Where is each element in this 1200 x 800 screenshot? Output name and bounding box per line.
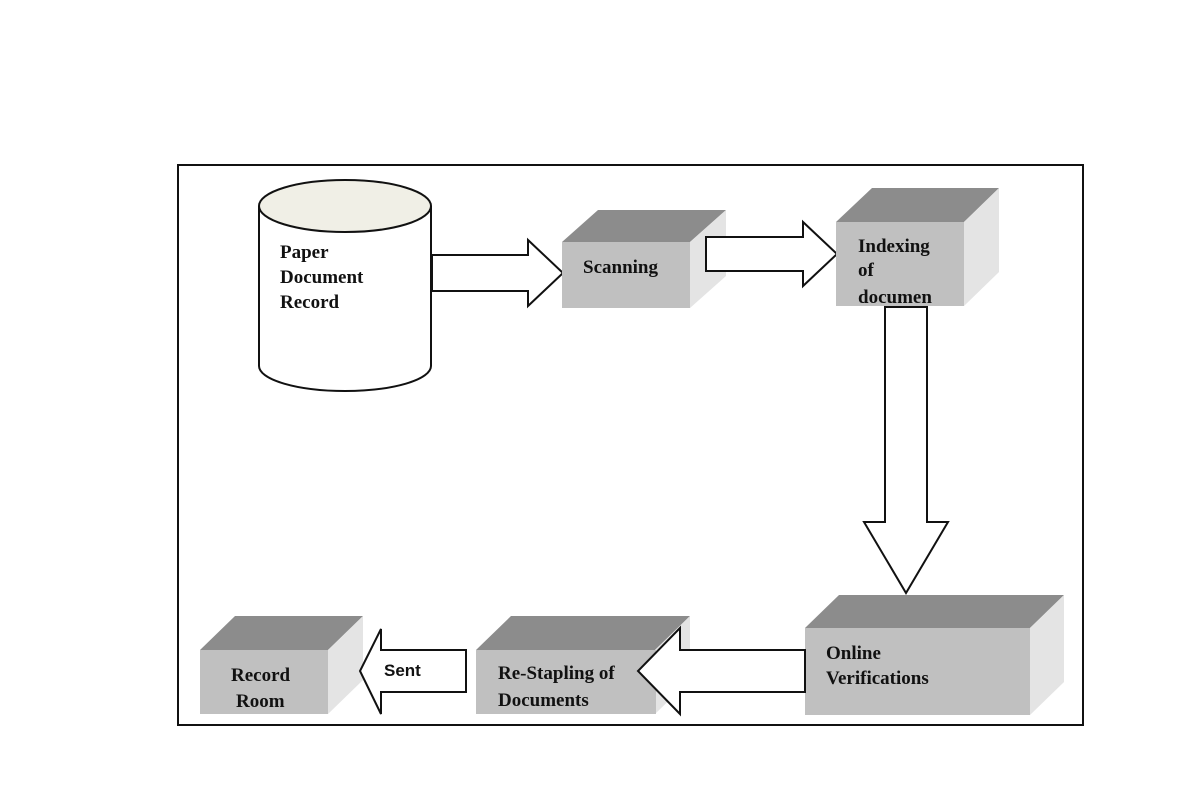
cylinder-top <box>258 179 432 233</box>
arrow-right-to-scanning <box>431 237 565 309</box>
svg-text:Re-Stapling of Documen: Re-Stapling of Documents <box>498 663 619 711</box>
indexing-line-3: documen <box>858 287 932 308</box>
svg-text:Paper Document Rec: Paper Document Record <box>280 242 368 313</box>
svg-text:Record Room: Record Room <box>231 665 295 712</box>
record-room-box-top <box>200 616 363 650</box>
restapling-box-top <box>476 616 690 650</box>
restapling-box-front <box>476 650 656 714</box>
indexing-line-1: Indexing <box>858 236 930 257</box>
node-online-verifications: Online Verifications <box>805 595 1064 715</box>
paper-record-line-1: Paper <box>280 242 329 263</box>
record-room-line-2: Room <box>236 691 285 712</box>
restapling-line-2: Documents <box>498 690 589 711</box>
svg-text:Online Verifications: Online Verifications <box>826 643 929 689</box>
scanning-box-front <box>562 242 690 308</box>
node-record-room: Record Room <box>200 616 363 714</box>
arrow-right-to-indexing <box>705 219 839 289</box>
indexing-line-2: of <box>858 260 875 281</box>
node-indexing: Indexing of documen <box>836 188 999 308</box>
record-room-box-side <box>328 616 363 714</box>
paper-record-line-3: Record <box>280 292 340 313</box>
scanning-label: Scanning <box>583 257 658 278</box>
online-box-front <box>805 628 1030 715</box>
record-room-box-front <box>200 650 328 714</box>
node-paper-document-record: Paper Document Record <box>258 179 432 392</box>
arrow-left-to-restapling <box>636 625 806 717</box>
indexing-box-top <box>836 188 999 222</box>
record-room-line-1: Record <box>231 665 291 686</box>
online-box-side <box>1030 595 1064 715</box>
restapling-line-1: Re-Stapling of <box>498 663 615 684</box>
node-scanning: Scanning <box>562 210 726 308</box>
indexing-box-front <box>836 222 964 306</box>
sent-label: Sent <box>384 661 421 680</box>
arrow-left-sent-to-record-room <box>358 628 467 715</box>
paper-record-line-2: Document <box>280 267 364 288</box>
online-line-2: Verifications <box>826 668 929 689</box>
scanning-box-top <box>562 210 726 242</box>
cylinder-body <box>258 206 432 392</box>
svg-text:Indexing of do: Indexing of documen <box>858 236 935 308</box>
online-line-1: Online <box>826 643 881 664</box>
arrow-down-to-online-verification <box>862 306 950 595</box>
indexing-box-side <box>964 188 999 306</box>
online-box-top <box>805 595 1064 628</box>
